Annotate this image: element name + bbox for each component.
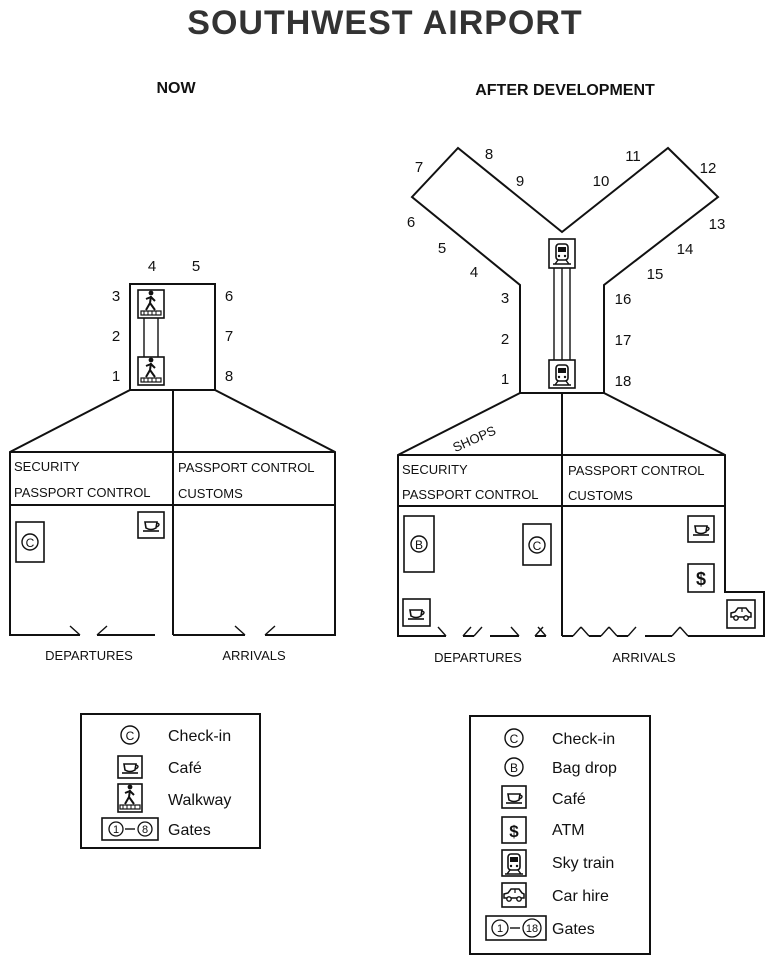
car-hire-icon bbox=[726, 599, 756, 629]
now-terminal-right-wall bbox=[214, 389, 336, 636]
legend-label: Gates bbox=[168, 822, 211, 839]
legend-label: Café bbox=[168, 760, 202, 777]
map-title: SOUTHWEST AIRPORT bbox=[187, 4, 582, 42]
gate-number: 11 bbox=[625, 148, 641, 165]
now-zone-security: SECURITY bbox=[14, 459, 80, 474]
legend-label: Café bbox=[552, 791, 586, 808]
gate-number: 15 bbox=[647, 266, 664, 283]
sky-train-icon bbox=[548, 359, 576, 389]
now-zone-customs: CUSTOMS bbox=[178, 486, 243, 501]
shops-label: SHOPS bbox=[450, 423, 498, 455]
legend-label: Check-in bbox=[552, 731, 615, 748]
now-legend: C Check-in Café Walkway 1 8 Gates bbox=[80, 713, 261, 849]
now-zone-passport-control-dep: PASSPORT CONTROL bbox=[14, 485, 151, 500]
after-terminal-left-wall bbox=[397, 392, 521, 637]
legend-check-in-symbol: C bbox=[126, 729, 135, 743]
gates-range-end: 8 bbox=[142, 824, 148, 836]
walkway-icon bbox=[117, 783, 143, 813]
gate-number: 8 bbox=[485, 146, 493, 163]
gate-number: 3 bbox=[112, 288, 120, 305]
gate-number: 2 bbox=[112, 328, 120, 345]
car-hire-icon bbox=[501, 882, 527, 908]
gate-number: 17 bbox=[615, 332, 632, 349]
legend-label: Walkway bbox=[168, 792, 231, 809]
legend-atm-symbol: $ bbox=[509, 822, 519, 841]
atm-symbol: $ bbox=[696, 569, 706, 589]
now-terminal-left-wall bbox=[9, 389, 131, 636]
bag-drop-symbol: B bbox=[415, 538, 423, 552]
gate-number: 6 bbox=[407, 214, 415, 231]
gate-number: 7 bbox=[225, 328, 233, 345]
gates-icon: 1 8 bbox=[101, 817, 159, 841]
gate-number: 5 bbox=[192, 258, 200, 275]
bag-drop-icon: B bbox=[504, 757, 524, 777]
gate-number: 5 bbox=[438, 240, 446, 257]
legend-label: Bag drop bbox=[552, 760, 617, 777]
atm-icon: $ bbox=[501, 816, 527, 844]
legend-label: Sky train bbox=[552, 855, 614, 872]
after-heading: AFTER DEVELOPMENT bbox=[475, 82, 655, 99]
legend-label: Car hire bbox=[552, 888, 609, 905]
after-zone-customs: CUSTOMS bbox=[568, 488, 633, 503]
after-legend: C Check-in B Bag drop Café $ ATM Sky tra… bbox=[469, 715, 651, 955]
gate-number: 4 bbox=[470, 264, 478, 281]
gate-number: 14 bbox=[677, 241, 694, 258]
cafe-icon bbox=[501, 785, 527, 809]
now-zone-passport-control-arr: PASSPORT CONTROL bbox=[178, 460, 315, 475]
walkway-icon bbox=[137, 356, 165, 386]
check-in-symbol: C bbox=[533, 539, 542, 553]
gate-number: 6 bbox=[225, 288, 233, 305]
check-in-icon: C bbox=[522, 523, 552, 566]
gate-number: 1 bbox=[501, 371, 509, 388]
bag-drop-icon: B bbox=[403, 515, 435, 573]
sky-train-icon bbox=[501, 849, 527, 877]
gates-icon: 1 18 bbox=[485, 915, 547, 941]
gate-number: 16 bbox=[615, 291, 632, 308]
after-terminal-right-wall bbox=[603, 392, 765, 637]
walkway-icon bbox=[137, 289, 165, 319]
gate-number: 4 bbox=[148, 258, 156, 275]
legend-check-in-symbol: C bbox=[510, 732, 519, 746]
atm-icon: $ bbox=[687, 563, 715, 593]
gate-number: 2 bbox=[501, 331, 509, 348]
gates-range-start: 1 bbox=[113, 824, 119, 836]
gate-number: 13 bbox=[709, 216, 726, 233]
gate-number: 3 bbox=[501, 290, 509, 307]
after-zone-security: SECURITY bbox=[402, 462, 468, 477]
gate-number: 10 bbox=[593, 173, 610, 190]
legend-bag-drop-symbol: B bbox=[510, 761, 518, 775]
after-zone-passport-control-dep: PASSPORT CONTROL bbox=[402, 487, 539, 502]
after-y-pier bbox=[410, 146, 720, 393]
gate-number: 9 bbox=[516, 173, 524, 190]
after-arrivals-label: ARRIVALS bbox=[612, 650, 676, 665]
cafe-icon bbox=[402, 598, 431, 627]
sky-train-icon bbox=[548, 238, 576, 269]
now-heading: NOW bbox=[156, 80, 196, 97]
gate-number: 8 bbox=[225, 368, 233, 385]
cafe-icon bbox=[117, 755, 143, 779]
legend-label: Check-in bbox=[168, 728, 231, 745]
after-zone-passport-control-arr: PASSPORT CONTROL bbox=[568, 463, 705, 478]
legend-label: Gates bbox=[552, 921, 595, 938]
check-in-icon: C bbox=[120, 725, 140, 745]
now-map: 1 2 3 4 5 6 7 8 SECURITY PASSPORT CONTRO… bbox=[9, 258, 336, 663]
cafe-icon bbox=[687, 515, 715, 543]
after-departures-label: DEPARTURES bbox=[434, 650, 522, 665]
gate-number: 18 bbox=[615, 373, 632, 390]
now-arrivals-label: ARRIVALS bbox=[222, 648, 286, 663]
check-in-symbol: C bbox=[26, 536, 35, 550]
cafe-icon bbox=[137, 511, 165, 539]
gate-number: 1 bbox=[112, 368, 120, 385]
check-in-icon: C bbox=[504, 728, 524, 748]
legend-label: ATM bbox=[552, 822, 585, 839]
gate-number: 7 bbox=[415, 159, 423, 176]
gates-range-start: 1 bbox=[497, 923, 503, 935]
now-departures-label: DEPARTURES bbox=[45, 648, 133, 663]
check-in-icon: C bbox=[15, 521, 45, 563]
gate-number: 12 bbox=[700, 160, 717, 177]
gates-range-end: 18 bbox=[526, 923, 538, 935]
after-map: SHOPS 1 2 3 4 5 6 7 8 9 10 11 12 13 14 1… bbox=[397, 146, 765, 665]
